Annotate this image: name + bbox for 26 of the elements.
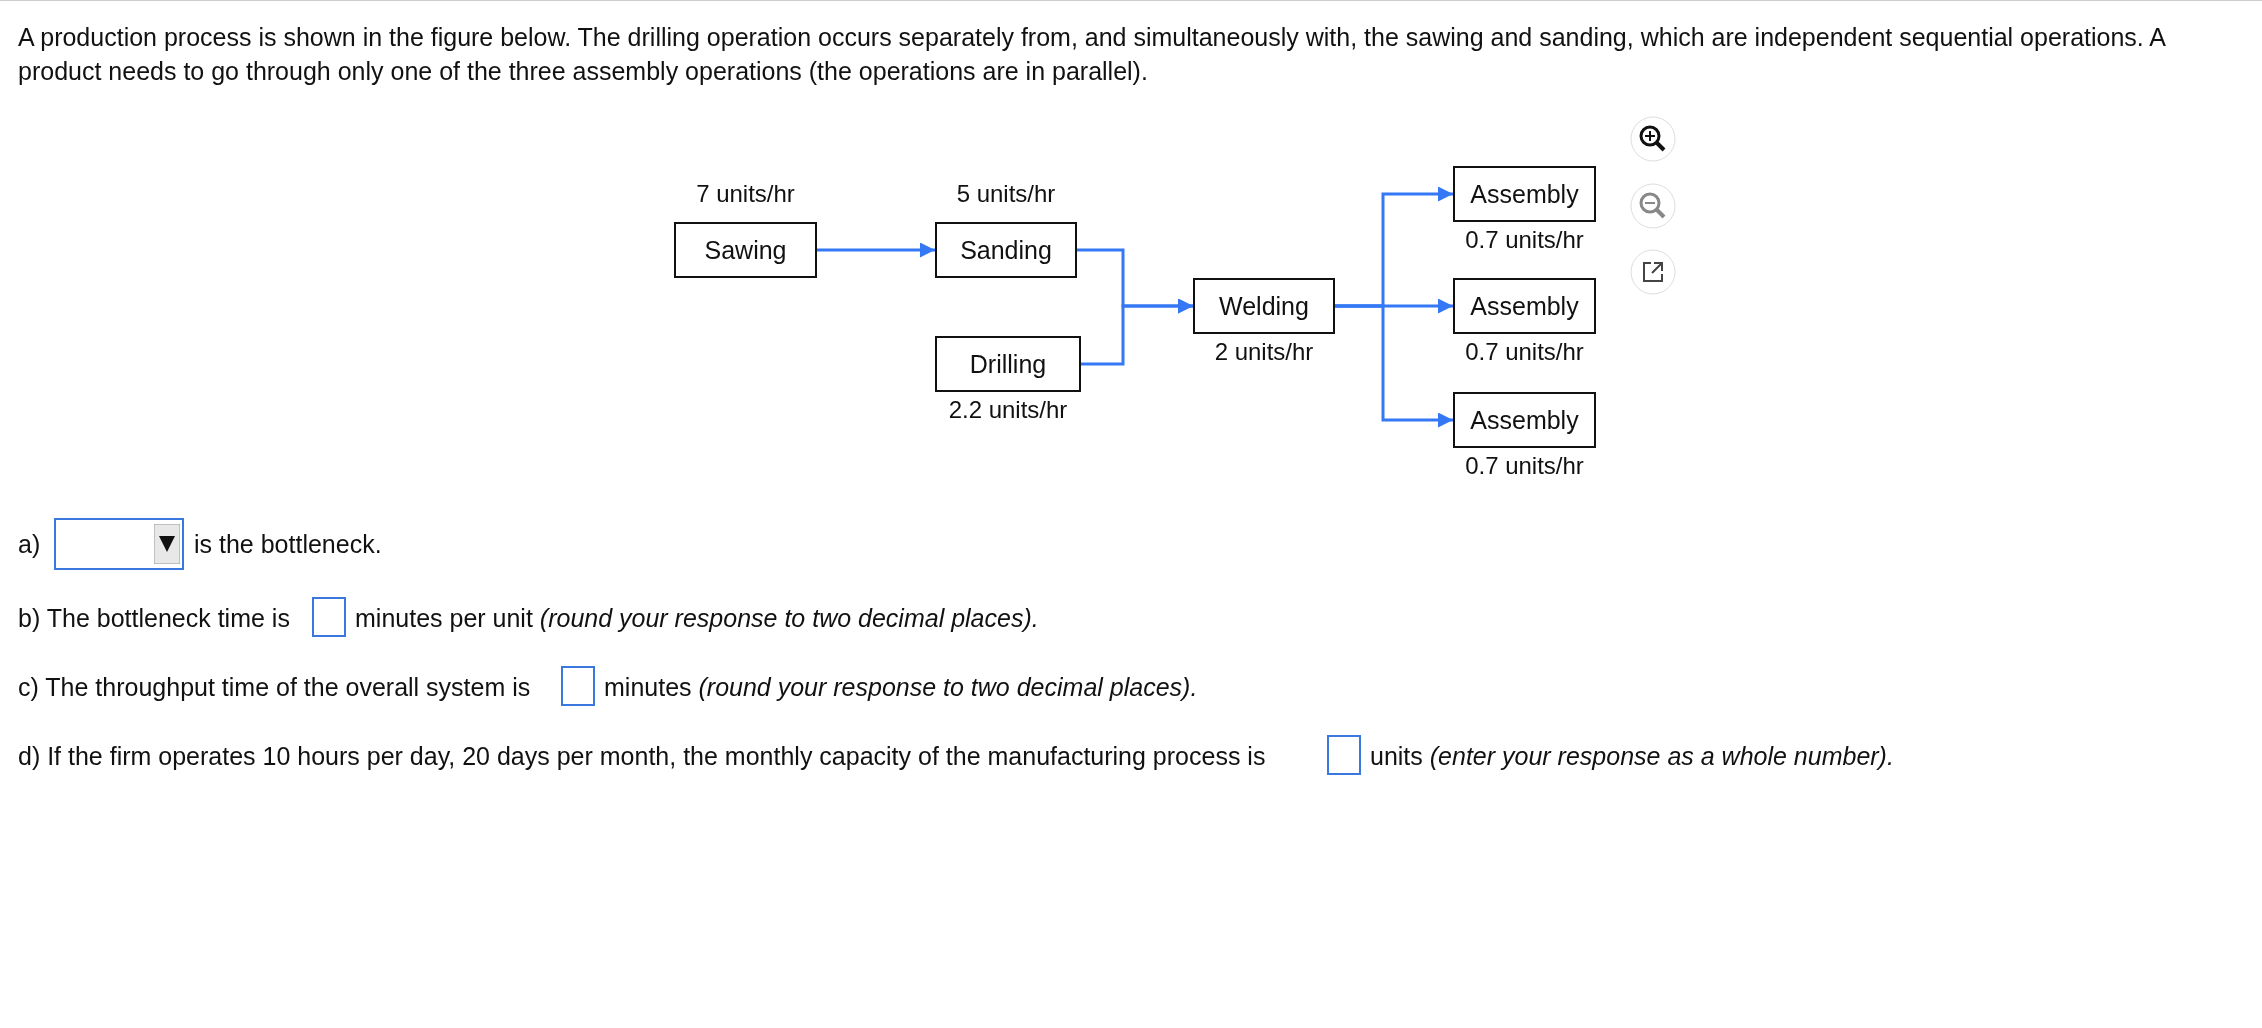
rate-label: 0.7 units/hr	[1464, 452, 1585, 480]
question-text: minutes per unit (round your response to two decimal places).	[355, 604, 1039, 633]
arrow	[1081, 298, 1193, 366]
rate-label: 7 units/hr	[695, 180, 796, 208]
rate-label: 2 units/hr	[1213, 338, 1315, 366]
question-text: is the bottleneck.	[194, 530, 382, 559]
process-box: Sanding	[935, 222, 1077, 278]
question-text: c) The throughput time of the overall system is	[18, 673, 531, 702]
rate-label: 2.2 units/hr	[947, 396, 1069, 424]
arrow	[817, 242, 935, 258]
process-box: Sawing	[674, 222, 817, 278]
process-box: Assembly	[1453, 166, 1596, 222]
process-box: Assembly	[1453, 392, 1596, 448]
process-box: Welding	[1193, 278, 1335, 334]
process-box: Drilling	[935, 336, 1081, 392]
arrow	[1335, 304, 1453, 428]
rate-label: 0.7 units/hr	[1464, 338, 1585, 366]
question-text: b) The bottleneck time is	[18, 604, 290, 633]
question-text: units (enter your response as a whole number).	[1370, 742, 1894, 771]
question-text: d) If the firm operates 10 hours per day, 20 days per month, the monthly capacity of the manufacturing process is	[18, 742, 1266, 771]
rate-label: 5 units/hr	[955, 180, 1057, 208]
process-box: Assembly	[1453, 278, 1596, 334]
rate-label: 0.7 units/hr	[1464, 226, 1585, 254]
question-text: A production process is shown in the figure below. The drilling operation occurs separately from, and simultaneously with, the sawing and sanding, which are independent sequential operations. A product needs to go through only one of the three assembly operations (the operations are in parallel).	[18, 22, 2167, 87]
question-text: minutes (round your response to two decimal places).	[604, 673, 1198, 702]
item-letter: a)	[18, 530, 41, 559]
